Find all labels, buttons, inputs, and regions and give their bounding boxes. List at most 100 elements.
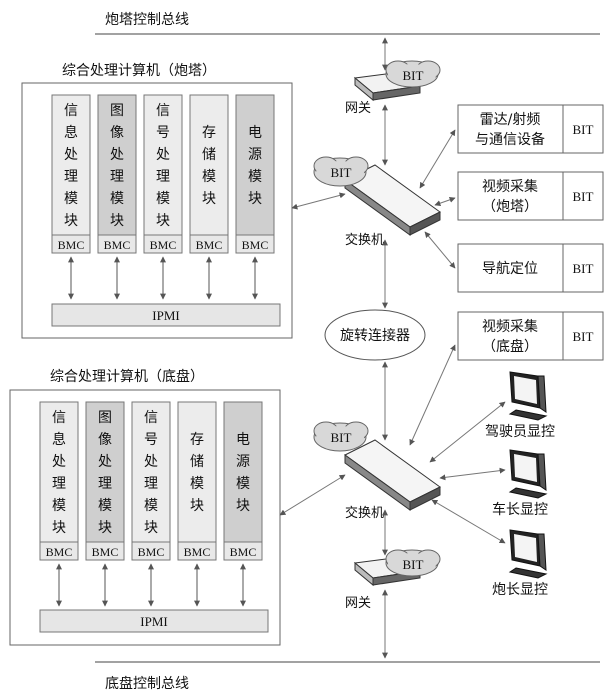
turret-bmc-label: BMC (58, 238, 85, 252)
device-3-box (457, 243, 564, 293)
device-4-bit-label: BIT (573, 329, 594, 344)
chassis-module-3-label-char: 号 (144, 432, 158, 448)
turret-module-1-label-char: 块 (64, 213, 78, 229)
chassis-bmc-label: BMC (138, 545, 165, 559)
turret-computer-title: 综合处理计算机（炮塔） (62, 63, 216, 79)
device-2-bit-label: BIT (573, 189, 594, 204)
turret-module-2-label-char: 理 (110, 169, 124, 185)
chassis-module-4 (177, 401, 217, 543)
turret-module-4 (189, 94, 229, 236)
chassis-module-2-label-char: 像 (98, 432, 112, 448)
turret-module-1-label-char: 息 (64, 124, 78, 141)
chassis-module-1-label-char: 块 (52, 520, 66, 536)
connector-switch-display-driver (429, 401, 506, 463)
turret-bmc-2 (97, 234, 137, 254)
chassis-module-2-label-char: 模 (98, 498, 112, 514)
turret-module-3-label-char: 号 (156, 125, 170, 141)
turret-module-5 (235, 94, 275, 236)
chassis-module-3-label-char: 块 (144, 520, 158, 536)
chassis-module-3 (131, 401, 171, 543)
rotary-connector-label: 旋转连接器 (340, 327, 410, 344)
chassis-bus-label: 底盘控制总线 (105, 675, 189, 692)
connector-switch-display-gunner (431, 499, 506, 544)
chassis-module-4-label-char: 存 (190, 432, 204, 448)
connector-switch-device-video-turret (434, 196, 456, 207)
turret-module-3-label-char: 信 (156, 103, 170, 119)
turret-module-3-label-char: 模 (156, 191, 170, 207)
chassis-module-2-label-char: 块 (98, 520, 112, 536)
device-2-box (457, 171, 564, 221)
device-1-label: 雷达/射频 (480, 112, 541, 128)
switch-bottom-icon (344, 439, 441, 511)
turret-bmc-1 (51, 234, 91, 254)
device-3-bit-label: BIT (573, 261, 594, 276)
chassis-bmc-label: BMC (230, 545, 257, 559)
chassis-module-5-label-char: 块 (236, 498, 250, 514)
turret-bmc-label: BMC (104, 238, 131, 252)
switch-top-icon (344, 164, 441, 236)
display-2-label: 车长显控 (492, 501, 548, 518)
chassis-module-5-label-char: 电 (236, 432, 250, 448)
display-1-label: 驾驶员显控 (485, 424, 555, 440)
device-4-label: 视频采集 (482, 318, 538, 335)
turret-module-2-label-char: 块 (110, 213, 124, 229)
connector-switch-chassis-computer (279, 474, 346, 516)
chassis-module-2-label-char: 理 (98, 476, 112, 492)
turret-bmc-label: BMC (196, 238, 223, 252)
chassis-module-1-label-char: 息 (52, 431, 66, 448)
turret-bus-label: 炮塔控制总线 (105, 12, 189, 28)
turret-module-3-label-char: 处 (156, 147, 170, 163)
chassis-module-4-label-char: 模 (190, 476, 204, 492)
chassis-module-2 (85, 401, 125, 543)
chassis-bmc-label: BMC (184, 545, 211, 559)
connector-switch-device-nav (424, 231, 456, 269)
turret-bmc-label: BMC (150, 238, 177, 252)
display-2-monitor-icon (508, 449, 548, 499)
device-3-bit-box (562, 243, 604, 293)
gateway-bottom-label: 网关 (345, 596, 371, 611)
chassis-module-1 (39, 401, 79, 543)
turret-ipmi-label: IPMI (152, 308, 179, 323)
turret-module-4-label-char: 存 (202, 125, 216, 141)
display-1-monitor-icon (508, 371, 548, 421)
turret-module-1-label-char: 处 (64, 147, 78, 163)
gateway-bottom-bit-cloud (385, 549, 441, 577)
chassis-module-3-label-char: 理 (144, 476, 158, 492)
chassis-module-3-label-char: 信 (144, 410, 158, 426)
switch-bottom-label: 交换机 (345, 505, 384, 521)
display-3-label: 炮长显控 (492, 582, 548, 598)
chassis-module-5-label-char: 模 (236, 476, 250, 492)
chassis-bmc-3 (131, 541, 171, 561)
connector-switch-display-commander (439, 467, 506, 481)
device-4-bit-box (562, 311, 604, 361)
turret-module-1-label-char: 模 (64, 191, 78, 207)
switch-bottom-bit-cloud (313, 421, 369, 452)
turret-module-1-label-char: 理 (64, 169, 78, 185)
connector-switch-device-video-chassis (409, 344, 456, 446)
turret-module-1 (51, 94, 91, 236)
device-1-bit-box (562, 104, 604, 154)
turret-module-group: 信息处理模块BMC图像处理模块BMC信号处理模块BMC存储模块BMC电源模块BM… (51, 94, 275, 300)
gateway-top-bit-label: BIT (403, 68, 424, 83)
device-4-label: （底盘） (482, 338, 538, 355)
turret-module-2-label-char: 处 (110, 147, 124, 163)
connector-switch-turret-computer (291, 192, 346, 210)
turret-module-5-label-char: 源 (248, 147, 262, 163)
turret-module-1-label-char: 信 (64, 103, 78, 119)
rotary-connector-shape (324, 309, 426, 361)
gateway-bottom-bit-label: BIT (403, 557, 424, 572)
device-2-bit-box (562, 171, 604, 221)
chassis-bmc-2 (85, 541, 125, 561)
turret-ipmi-bar (51, 303, 281, 327)
chassis-ipmi-label: IPMI (140, 614, 167, 629)
chassis-module-group: 信息处理模块BMC图像处理模块BMC信号处理模块BMC存储模块BMC电源模块BM… (39, 401, 263, 607)
turret-module-5-label-char: 块 (248, 191, 262, 207)
device-1-label: 与通信设备 (475, 131, 545, 148)
chassis-bmc-4 (177, 541, 217, 561)
chassis-module-2-label-char: 处 (98, 454, 112, 470)
switch-top-bit-label: BIT (331, 165, 352, 180)
switch-top-bit-cloud (313, 156, 369, 187)
chassis-module-1-label-char: 处 (52, 454, 66, 470)
